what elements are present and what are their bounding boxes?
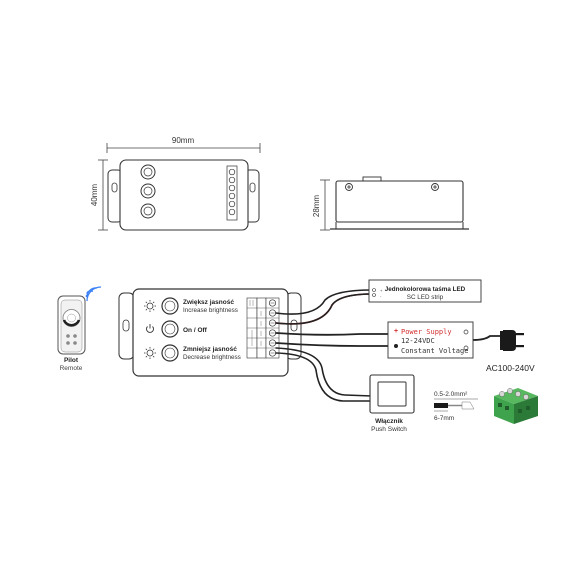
svg-text:+: + xyxy=(394,328,398,335)
green-terminal-block-icon xyxy=(494,388,538,424)
ac-plug-icon: AC100-240V xyxy=(486,330,535,373)
wifi-signal-icon xyxy=(85,286,102,302)
power-supply: + Power Supply 12-24VDC Constant Voltage xyxy=(387,321,474,359)
switch-title: Włącznik xyxy=(375,418,403,425)
decrease-brightness-title: Zmniejsz jasność xyxy=(183,346,237,353)
wire-section-label: 0.5-2.0mm² xyxy=(434,391,468,398)
power-supply-line3: Constant Voltage xyxy=(401,347,468,355)
power-supply-line2: 12-24VDC xyxy=(401,337,435,345)
led-strip: + - Jednokolorowa taśma LED SC LED strip xyxy=(368,279,482,303)
power-supply-line1: Power Supply xyxy=(401,328,452,336)
switch-subtitle: Push Switch xyxy=(371,426,407,433)
increase-brightness-subtitle: Increase brightness xyxy=(183,307,238,314)
depth-dimension-label: 28mm xyxy=(312,195,321,218)
remote-subtitle: Remote xyxy=(60,365,83,372)
top-view-drawing: 90mm 40mm xyxy=(90,136,261,231)
on-off-control: On / Off xyxy=(146,320,208,338)
push-switch: Włącznik Push Switch xyxy=(369,374,415,433)
plug-voltage-label: AC100-240V xyxy=(486,363,535,373)
remote-control: Pilot Remote xyxy=(57,286,102,372)
svg-text:+: + xyxy=(380,288,383,293)
remote-title: Pilot xyxy=(64,357,79,364)
increase-brightness-title: Zwiększ jasność xyxy=(183,299,234,306)
wire-spec: 0.5-2.0mm² 6-7mm xyxy=(434,391,478,422)
wiring xyxy=(275,289,506,402)
power-icon xyxy=(146,324,154,333)
increase-brightness-control: Zwiększ jasność Increase brightness xyxy=(144,297,238,315)
decrease-brightness-control: Zmniejsz jasność Decrease brightness xyxy=(144,344,241,362)
terminal-block xyxy=(246,297,280,359)
led-strip-subtitle: SC LED strip xyxy=(407,294,444,301)
led-strip-title: Jednokolorowa taśma LED xyxy=(385,286,466,293)
sun-icon xyxy=(144,300,156,312)
controller-unit: Zwiększ jasność Increase brightness On /… xyxy=(118,288,302,377)
on-off-title: On / Off xyxy=(183,327,208,334)
height-dimension-label: 40mm xyxy=(90,184,99,207)
wire-strip-label: 6-7mm xyxy=(434,415,454,422)
width-dimension-label: 90mm xyxy=(172,136,195,145)
side-view-drawing: 28mm xyxy=(312,176,469,231)
svg-text:-: - xyxy=(380,293,382,298)
sun-icon xyxy=(144,347,156,359)
decrease-brightness-subtitle: Decrease brightness xyxy=(183,354,241,361)
